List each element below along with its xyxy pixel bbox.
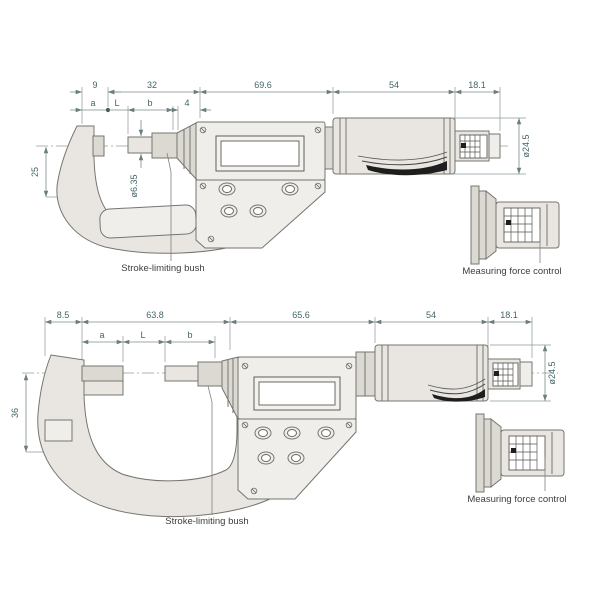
dim-b: b bbox=[187, 330, 192, 340]
force-control-label: Measuring force control bbox=[467, 494, 566, 505]
housing-screws bbox=[199, 126, 322, 243]
length-dimensions: 8.5 63.8 65.6 54 18.1 bbox=[45, 310, 532, 325]
dim-54: 54 bbox=[426, 310, 436, 320]
panel-buttons bbox=[218, 182, 299, 218]
ratchet-end-cap bbox=[488, 133, 501, 159]
dim-9: 9 bbox=[92, 80, 97, 90]
sub-dimensions: a L b bbox=[82, 330, 215, 345]
dim-18-1: 18.1 bbox=[500, 310, 518, 320]
dim-32: 32 bbox=[147, 80, 157, 90]
thimble-diameter-dimension: ø24.5 bbox=[490, 344, 557, 402]
dim-4: 4 bbox=[184, 98, 189, 108]
force-control-detail: Measuring force control bbox=[467, 413, 567, 505]
stroke-limiting-bush bbox=[151, 132, 178, 159]
dim-thimble-dia: ø24.5 bbox=[521, 134, 531, 157]
detail-flange bbox=[475, 413, 485, 493]
thimble-shading bbox=[427, 378, 486, 402]
bush-leader-line bbox=[207, 385, 213, 515]
ratchet-end bbox=[487, 358, 533, 390]
frame-ledge bbox=[83, 380, 124, 396]
bottom-view: 8.5 63.8 65.6 54 18.1 a L b 36 bbox=[10, 310, 567, 527]
force-index-mark bbox=[461, 143, 466, 148]
frame-grip-pad bbox=[99, 204, 197, 239]
frame-slot bbox=[44, 419, 73, 442]
stroke-bush-label: Stroke-limiting bush bbox=[121, 263, 204, 274]
top-view: 9 32 69.6 54 18.1 a L b 4 25 bbox=[30, 80, 562, 277]
barrel-neck bbox=[324, 126, 334, 170]
lcd-screen bbox=[258, 381, 336, 406]
thimble-shading bbox=[357, 151, 448, 176]
dim-spindle-dia: ø6.35 bbox=[129, 174, 139, 197]
dim-36: 36 bbox=[10, 408, 20, 418]
dim-8-5: 8.5 bbox=[57, 310, 70, 320]
anvil bbox=[92, 135, 105, 157]
stroke-bush-label: Stroke-limiting bush bbox=[165, 516, 248, 527]
spindle bbox=[127, 136, 153, 154]
stroke-limiting-bush bbox=[197, 361, 223, 387]
thimble-barrel bbox=[374, 344, 489, 402]
lcd-screen bbox=[220, 140, 300, 167]
dim-69-6: 69.6 bbox=[254, 80, 272, 90]
thimble-diameter-dimension: ø24.5 bbox=[452, 117, 531, 175]
force-index-mark bbox=[494, 371, 499, 376]
spindle-diameter-dimension: ø6.35 bbox=[129, 120, 144, 198]
dim-18-1: 18.1 bbox=[468, 80, 486, 90]
dim-L: L bbox=[140, 330, 145, 340]
length-dimensions: 9 32 69.6 54 18.1 bbox=[70, 80, 501, 95]
dim-63-8: 63.8 bbox=[146, 310, 164, 320]
spindle-cone bbox=[176, 122, 197, 181]
dim-54: 54 bbox=[389, 80, 399, 90]
force-control-label: Measuring force control bbox=[462, 266, 561, 277]
detail-taper bbox=[490, 417, 502, 489]
detail-flange bbox=[470, 185, 480, 265]
ratchet-end-cap bbox=[519, 361, 533, 387]
dim-a: a bbox=[90, 98, 95, 108]
sub-dimensions: a L b 4 bbox=[70, 98, 211, 113]
dim-b: b bbox=[147, 98, 152, 108]
bush-leader-line bbox=[166, 152, 172, 261]
dim-L: L bbox=[114, 98, 119, 108]
anvil bbox=[81, 365, 124, 382]
housing-screws bbox=[241, 362, 353, 495]
detail-taper bbox=[485, 189, 497, 261]
dim-a: a bbox=[99, 330, 104, 340]
dim-65-6: 65.6 bbox=[292, 310, 310, 320]
dim-thimble-dia: ø24.5 bbox=[547, 361, 557, 384]
spindle bbox=[164, 365, 199, 382]
dim-25: 25 bbox=[30, 167, 40, 177]
spindle-cone bbox=[221, 356, 239, 420]
panel-buttons bbox=[254, 426, 335, 465]
force-control-detail: Measuring force control bbox=[462, 185, 562, 277]
ratchet-end bbox=[454, 130, 501, 162]
